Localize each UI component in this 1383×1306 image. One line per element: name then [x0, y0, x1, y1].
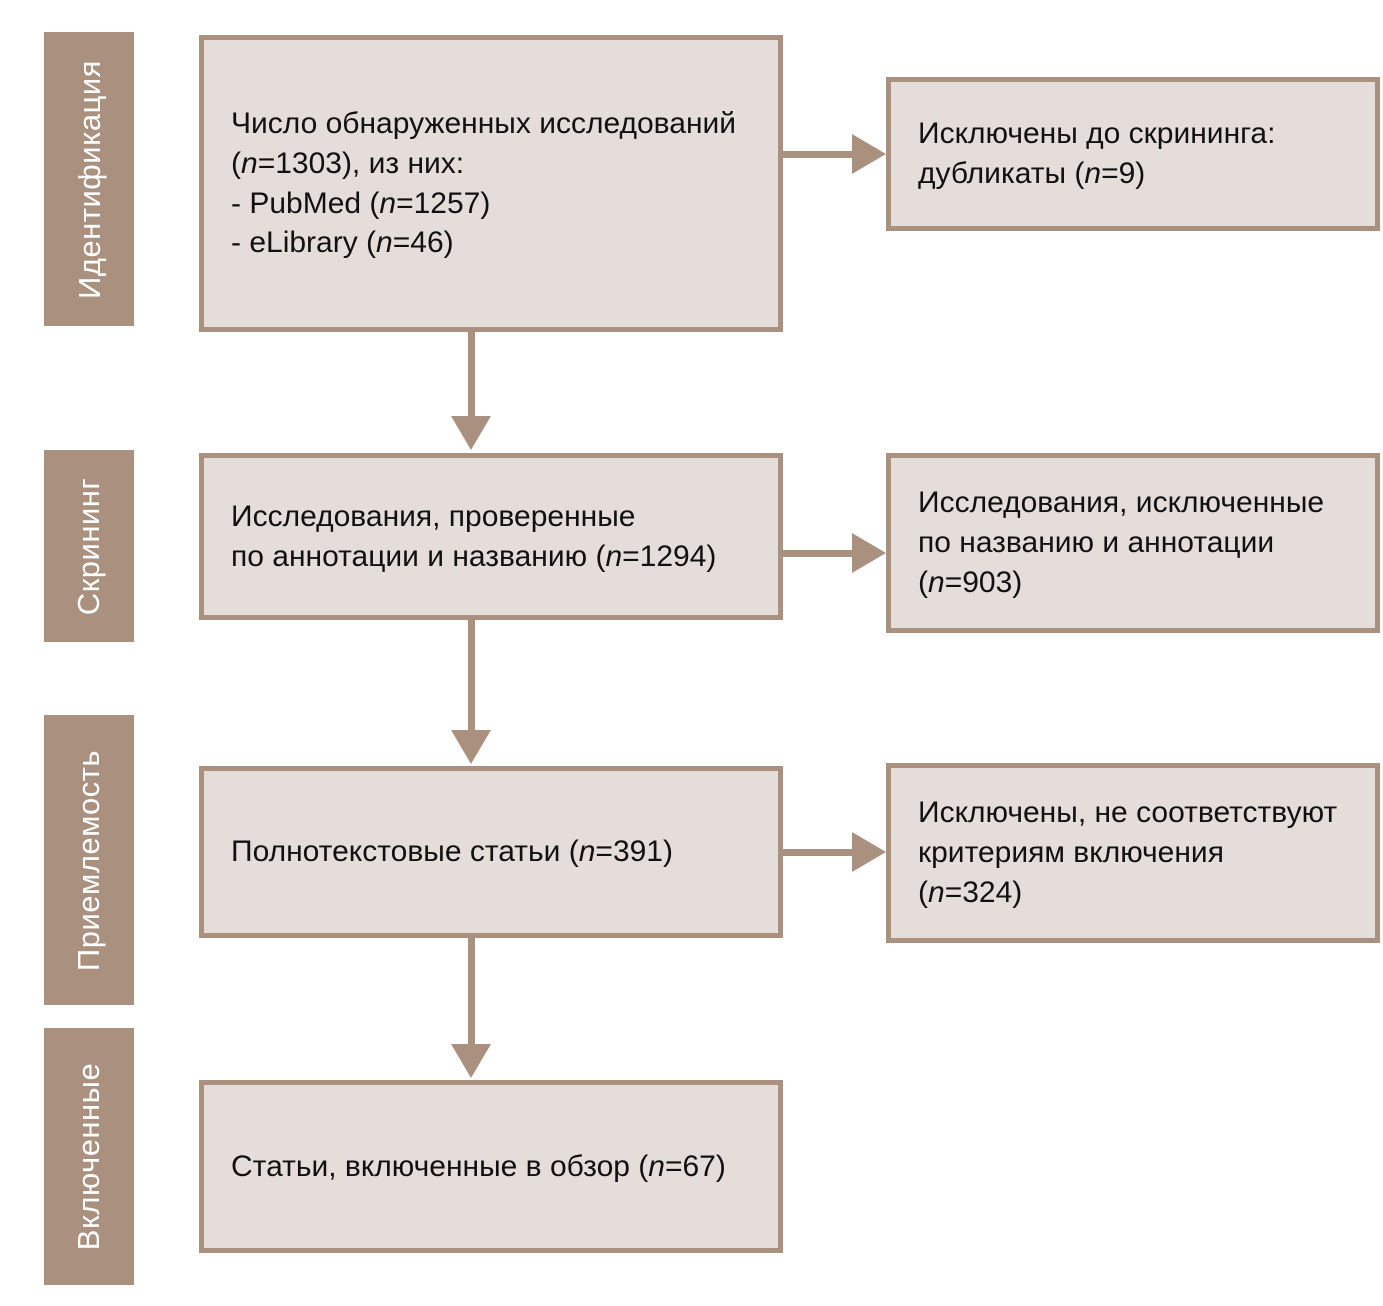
connector-screened-to-fulltext-line — [468, 620, 475, 732]
connector-fulltext-to-included-line — [468, 938, 475, 1048]
stage-label-identification: Идентификация — [71, 59, 107, 299]
stage-label-screening: Скрининг — [71, 477, 107, 615]
connector-screened-to-fulltext-arrowhead — [451, 730, 491, 764]
stage-bar-screening: Скрининг — [44, 450, 134, 642]
stage-bar-included: Включенные — [44, 1028, 134, 1285]
connector-fulltext-to-excluded-line — [783, 849, 855, 856]
box-excluded-before-screening-text: Исключены до скрининга:дубликаты (n=9) — [918, 117, 1276, 190]
connector-fulltext-to-excluded-arrowhead — [852, 832, 886, 872]
box-records-identified: Число обнаруженных исследований(n=1303),… — [199, 35, 783, 332]
box-articles-included: Статьи, включенные в обзор (n=67) — [199, 1080, 783, 1253]
box-full-text-articles-text: Полнотекстовые статьи (n=391) — [231, 835, 673, 869]
stage-label-included: Включенные — [71, 1062, 107, 1251]
connector-identified-to-excluded-arrowhead — [852, 134, 886, 174]
connector-fulltext-to-included-arrowhead — [451, 1044, 491, 1078]
connector-identified-to-screened-arrowhead — [451, 416, 491, 450]
box-records-identified-text: Число обнаруженных исследований(n=1303),… — [231, 106, 737, 260]
connector-screened-to-excluded-arrowhead — [852, 533, 886, 573]
box-excluded-before-screening: Исключены до скрининга:дубликаты (n=9) — [886, 77, 1380, 231]
connector-identified-to-screened-line — [468, 332, 475, 418]
box-articles-included-text: Статьи, включенные в обзор (n=67) — [231, 1149, 726, 1183]
connector-screened-to-excluded-line — [783, 550, 855, 557]
box-full-text-articles: Полнотекстовые статьи (n=391) — [199, 766, 783, 938]
connector-identified-to-excluded-line — [783, 151, 855, 158]
stage-bar-identification: Идентификация — [44, 32, 134, 326]
stage-label-eligibility: Приемлемость — [71, 749, 107, 971]
stage-bar-eligibility: Приемлемость — [44, 715, 134, 1005]
